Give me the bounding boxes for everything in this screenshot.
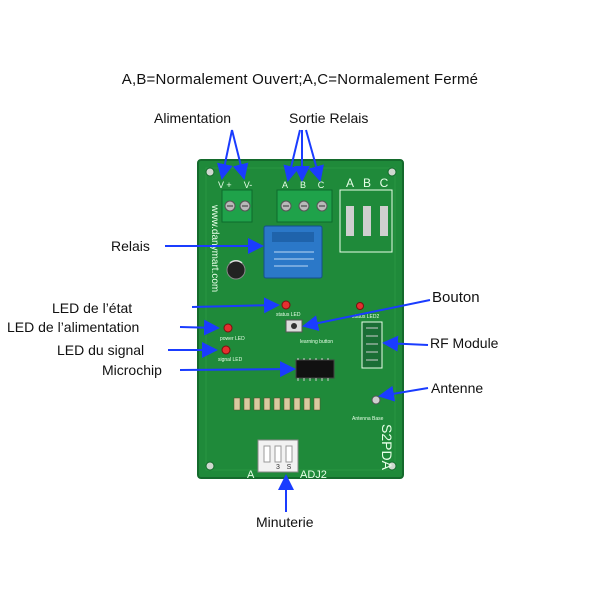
silk-antenna-base: Antenna Base: [352, 416, 384, 422]
silk-terminal-c: C: [318, 180, 325, 190]
label-bouton: Bouton: [432, 289, 480, 306]
label-antenne: Antenne: [431, 380, 484, 396]
silk-terminal-b: B: [300, 180, 306, 190]
relay-component: [263, 225, 323, 279]
silk-a: A: [346, 176, 354, 190]
resistor-row: [233, 397, 321, 411]
silk-terminal-a: A: [282, 180, 288, 190]
label-relais: Relais: [111, 238, 150, 254]
silk-adj-prefix: A: [247, 469, 255, 481]
dip-label: S: [287, 464, 292, 471]
silk-adj2: ADJ2: [300, 469, 327, 481]
silk-power-minus: V-: [244, 180, 253, 190]
label-led-alimentation: LED de l’alimentation: [7, 319, 140, 335]
label-led-signal: LED du signal: [57, 342, 145, 358]
power-led: [223, 323, 233, 333]
status-led2: [356, 302, 364, 310]
page-title: A,B=Normalement Ouvert;A,C=Normalement F…: [121, 71, 479, 88]
silk-c: C: [380, 176, 389, 190]
label-sortie-relais: Sortie Relais: [289, 110, 369, 126]
microchip: [295, 358, 335, 381]
silk-power-plus: +: [226, 180, 231, 190]
label-minuterie: Minuterie: [256, 514, 314, 530]
capacitor: [226, 260, 246, 280]
silk-status-led2: status LED2: [352, 314, 379, 320]
rf-module: [361, 321, 383, 369]
silk-learning-button: learning button: [300, 339, 333, 345]
silk-power-v: V: [218, 180, 224, 190]
dip-switch[interactable]: [257, 439, 299, 473]
antenna-base: [371, 395, 381, 405]
label-led-etat: LED de l’état: [52, 300, 133, 316]
signal-led: [221, 345, 231, 355]
silk-power-led: power LED: [220, 336, 245, 342]
silk-website: www.danymart.com: [209, 204, 220, 292]
dip-num: 3: [276, 464, 280, 471]
silk-b: B: [363, 176, 371, 190]
status-led: [281, 300, 291, 310]
silk-model: S2PDA: [379, 424, 395, 471]
label-microchip: Microchip: [102, 362, 162, 378]
relay-terminal-block: [276, 189, 333, 223]
silk-signal-led: signal LED: [218, 357, 243, 363]
label-rf-module: RF Module: [430, 335, 499, 351]
silk-status-led: status LED: [276, 312, 301, 318]
label-alimentation: Alimentation: [154, 110, 232, 126]
power-terminal-block: [221, 189, 253, 223]
